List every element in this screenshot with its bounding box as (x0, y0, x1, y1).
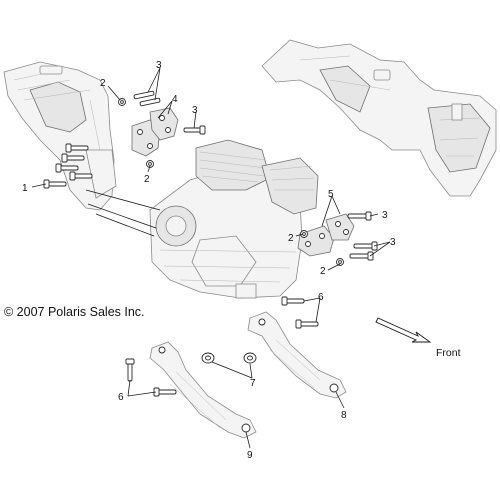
nut (336, 258, 344, 266)
callout-3: 3 (382, 210, 388, 221)
bolt (349, 251, 374, 261)
bushings-item-7 (201, 352, 257, 364)
front-direction-arrow (375, 317, 432, 343)
bolt (281, 296, 305, 306)
callout-5: 5 (328, 189, 334, 200)
bolt (43, 179, 67, 189)
link-arm-item-8 (247, 311, 347, 399)
bolt (183, 125, 206, 135)
callout-7: 7 (250, 378, 256, 389)
callout-6: 6 (318, 292, 324, 303)
bolt (61, 153, 85, 163)
left-frame-rail (3, 61, 117, 211)
engine-assembly (149, 139, 319, 299)
bolt (153, 387, 177, 397)
nut (146, 160, 154, 168)
bolt (139, 97, 161, 107)
callout-leaders (31, 67, 391, 449)
callout-2: 2 (100, 78, 106, 89)
copyright-notice: © 2007 Polaris Sales Inc. (4, 305, 145, 319)
bushing (243, 352, 257, 364)
callout-8: 8 (341, 410, 347, 421)
bolt (295, 319, 319, 329)
nut (118, 98, 126, 106)
bolt (125, 358, 135, 382)
callout-2: 2 (144, 174, 150, 185)
right-frame-rail (261, 39, 497, 197)
bolt (55, 163, 79, 173)
callout-2: 2 (288, 233, 294, 244)
bolt (133, 90, 155, 100)
callout-3: 3 (192, 105, 198, 116)
bolt (353, 241, 378, 251)
front-label: Front (436, 347, 461, 359)
callout-6: 6 (118, 392, 124, 403)
mount-bolts-item-6 (125, 296, 319, 397)
bolt (69, 171, 93, 181)
callout-9: 9 (247, 450, 253, 461)
callout-4: 4 (172, 94, 178, 105)
link-arm-item-9 (149, 341, 257, 439)
nut (300, 230, 308, 238)
callout-3: 3 (390, 237, 396, 248)
callout-3: 3 (156, 60, 162, 71)
bolt (347, 211, 372, 221)
upper-mount-bracket (131, 107, 179, 157)
bolt-set-item-1 (43, 143, 93, 189)
side-bolts (300, 211, 378, 266)
frame-through-bolts (85, 189, 161, 237)
upper-bolts (118, 90, 206, 168)
bushing (201, 352, 215, 364)
bolt (65, 143, 89, 153)
callout-2: 2 (320, 266, 326, 277)
callout-1: 1 (22, 183, 28, 194)
